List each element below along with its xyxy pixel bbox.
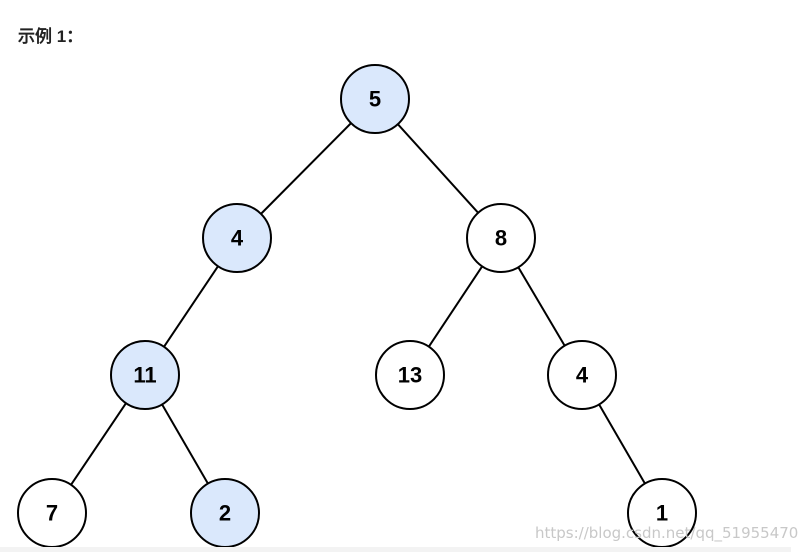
node-label: 5 xyxy=(369,87,381,112)
tree-edge xyxy=(161,403,209,485)
node-label: 13 xyxy=(398,363,422,388)
tree-node: 4 xyxy=(202,203,272,273)
tree-node: 11 xyxy=(110,340,180,410)
tree-node: 8 xyxy=(466,203,536,273)
tree-edge xyxy=(397,123,479,214)
tree-node: 2 xyxy=(190,478,260,548)
tree-node: 5 xyxy=(340,64,410,134)
node-label: 4 xyxy=(231,226,244,251)
watermark: https://blog.csdn.net/qq_51955470 xyxy=(535,524,798,542)
highlighted-node-circle xyxy=(202,203,272,273)
tree-edge xyxy=(517,266,566,347)
node-label: 7 xyxy=(46,501,58,526)
node-label: 11 xyxy=(133,363,156,388)
tree-edge xyxy=(598,403,646,485)
node-label: 8 xyxy=(495,226,507,251)
node-label: 2 xyxy=(219,501,231,526)
node-label: 1 xyxy=(656,501,668,526)
node-circle xyxy=(547,340,617,410)
node-label: 4 xyxy=(576,363,589,388)
highlighted-node-circle xyxy=(340,64,410,134)
node-circle xyxy=(375,340,445,410)
tree-nodes: 5 4 8 11 13 4 7 2 1 xyxy=(17,64,697,548)
tree-node: 7 xyxy=(17,478,87,548)
tree-edge xyxy=(70,402,127,486)
tree-node: 4 xyxy=(547,340,617,410)
tree-edge xyxy=(427,265,484,348)
tree-edge xyxy=(260,122,352,215)
tree-node: 13 xyxy=(375,340,445,410)
tree-edges xyxy=(70,122,646,486)
highlighted-node-circle xyxy=(110,340,180,410)
bottom-strip xyxy=(0,547,791,552)
example-heading: 示例 1： xyxy=(18,27,84,46)
node-circle xyxy=(466,203,536,273)
tree-edge xyxy=(163,265,219,348)
